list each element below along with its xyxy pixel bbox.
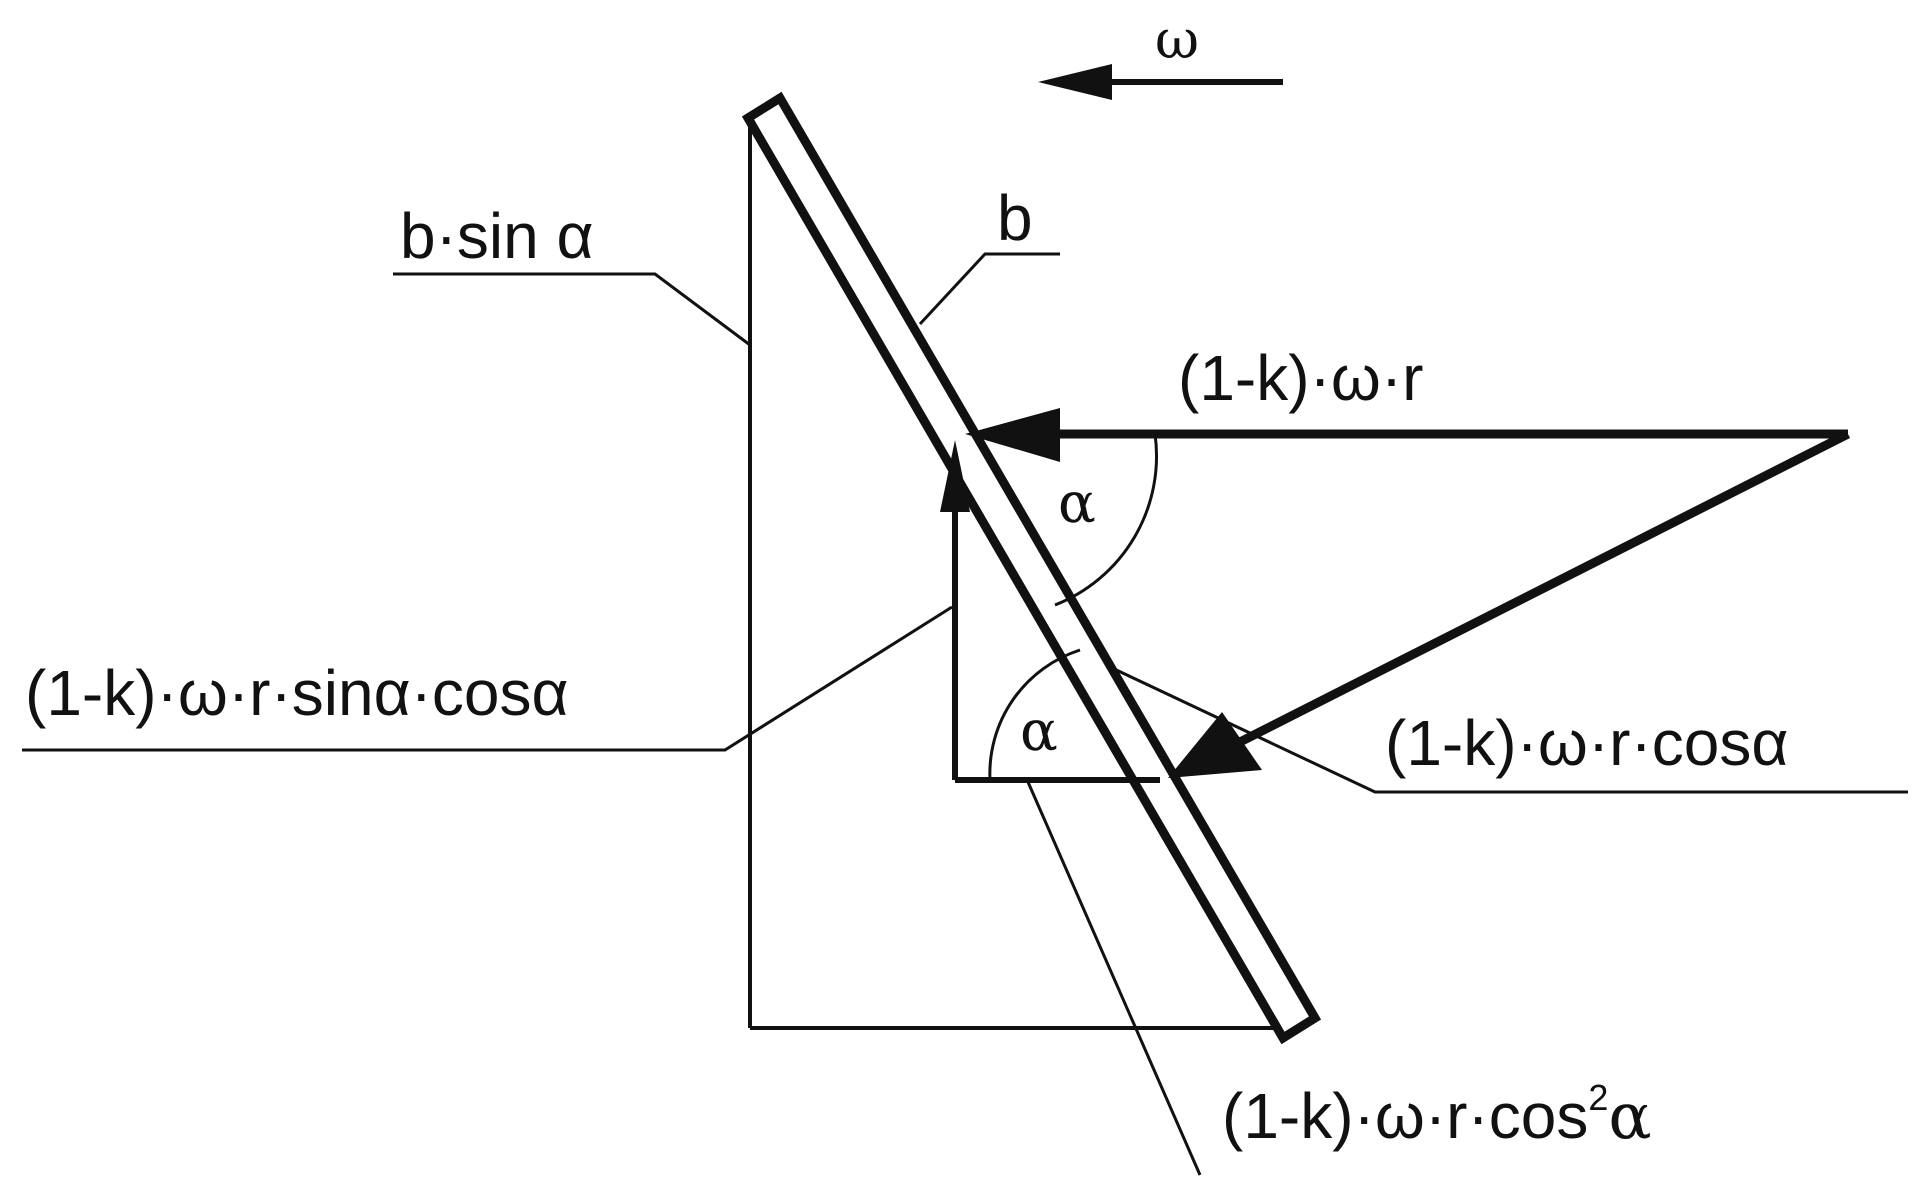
- b-label: b: [997, 182, 1033, 254]
- cos2-alpha-label: (1-k)·ω·r·cos2α: [1222, 1077, 1652, 1154]
- omega-label: ω: [1155, 8, 1199, 71]
- relative-velocity-arrow: [965, 408, 1848, 462]
- relative-velocity-label: (1-k)·ω·r: [1178, 342, 1423, 414]
- sin-cos-label: (1-k)·ω·r·sinα·cosα: [25, 657, 568, 729]
- cos-alpha-vector: [1168, 429, 1851, 778]
- sin-cos-leader: [22, 605, 953, 752]
- lower-angle-arc: [988, 648, 1081, 781]
- cos2-prefix: (1-k)·ω·r·cos: [1222, 1080, 1588, 1152]
- large-triangle: [748, 122, 1285, 1030]
- rotation-direction-arrow: [1038, 64, 1283, 100]
- normal-component-arrow: [940, 440, 970, 780]
- cos-alpha-label: (1-k)·ω·r·cosα: [1385, 707, 1788, 779]
- b-sin-alpha-label: b·sin α: [400, 200, 594, 272]
- cos2-alpha-leader: [1026, 781, 1202, 1176]
- upper-alpha-label: α: [1058, 471, 1096, 536]
- cos-alpha-leader: [1109, 665, 1908, 794]
- cos2-exponent: 2: [1588, 1077, 1608, 1118]
- cos2-suffix: α: [1608, 1080, 1651, 1154]
- blade: [741, 91, 1322, 1045]
- upper-angle-arc: [1054, 433, 1159, 607]
- lower-alpha-label: α: [1020, 699, 1058, 764]
- b-leader: [918, 252, 1060, 326]
- b-sin-alpha-leader: [393, 272, 751, 347]
